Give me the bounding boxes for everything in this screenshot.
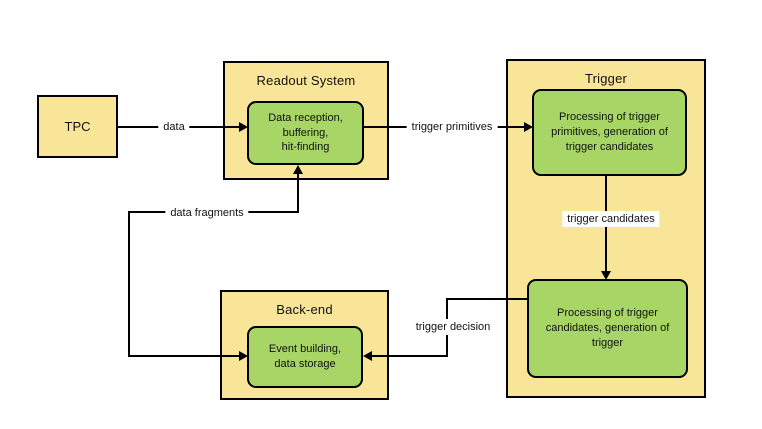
- data-fragments-edge-label: data fragments: [165, 205, 249, 221]
- trigger-decision-edge-segment: [371, 355, 448, 357]
- data-fragments-edge-segment: [128, 211, 130, 357]
- node-tpc: TPC: [37, 95, 118, 158]
- data-arrowhead-icon: [239, 122, 248, 132]
- tpc-label: TPC: [64, 119, 91, 134]
- trigger-title: Trigger: [584, 71, 628, 86]
- trigger-primitives-edge-label: trigger primitives: [406, 119, 498, 135]
- process-trigger-candidates: Processing of trigger candidates, genera…: [527, 279, 688, 378]
- data-fragments-up-arrowhead-icon: [293, 165, 303, 174]
- process-trigger-primitives: Processing of trigger primitives, genera…: [532, 89, 687, 176]
- data-fragments-edge-segment: [297, 173, 299, 213]
- trigger-candidates-process-label: Processing of trigger candidates, genera…: [545, 307, 670, 349]
- trigger-candidates-edge-label: trigger candidates: [562, 211, 660, 227]
- process-data-reception: Data reception, buffering, hit-finding: [247, 101, 364, 165]
- trigger-primitives-process-label: Processing of trigger primitives, genera…: [551, 111, 668, 153]
- trigger-decision-arrowhead-icon: [363, 351, 372, 361]
- data-fragments-edge-segment: [128, 355, 240, 357]
- back-end-title: Back-end: [276, 302, 333, 317]
- event-building-label: Event building, data storage: [268, 343, 342, 370]
- trigger-candidates-arrowhead-icon: [601, 271, 611, 280]
- readout-system-title: Readout System: [256, 73, 356, 88]
- process-event-building: Event building, data storage: [247, 326, 363, 388]
- trigger-decision-edge-segment: [446, 298, 527, 300]
- trigger-decision-edge-label: trigger decision: [410, 319, 496, 335]
- trigger-primitives-arrowhead-icon: [524, 122, 533, 132]
- data-fragments-right-arrowhead-icon: [239, 351, 248, 361]
- data-reception-label: Data reception, buffering, hit-finding: [268, 111, 343, 154]
- data-edge-label: data: [158, 119, 190, 135]
